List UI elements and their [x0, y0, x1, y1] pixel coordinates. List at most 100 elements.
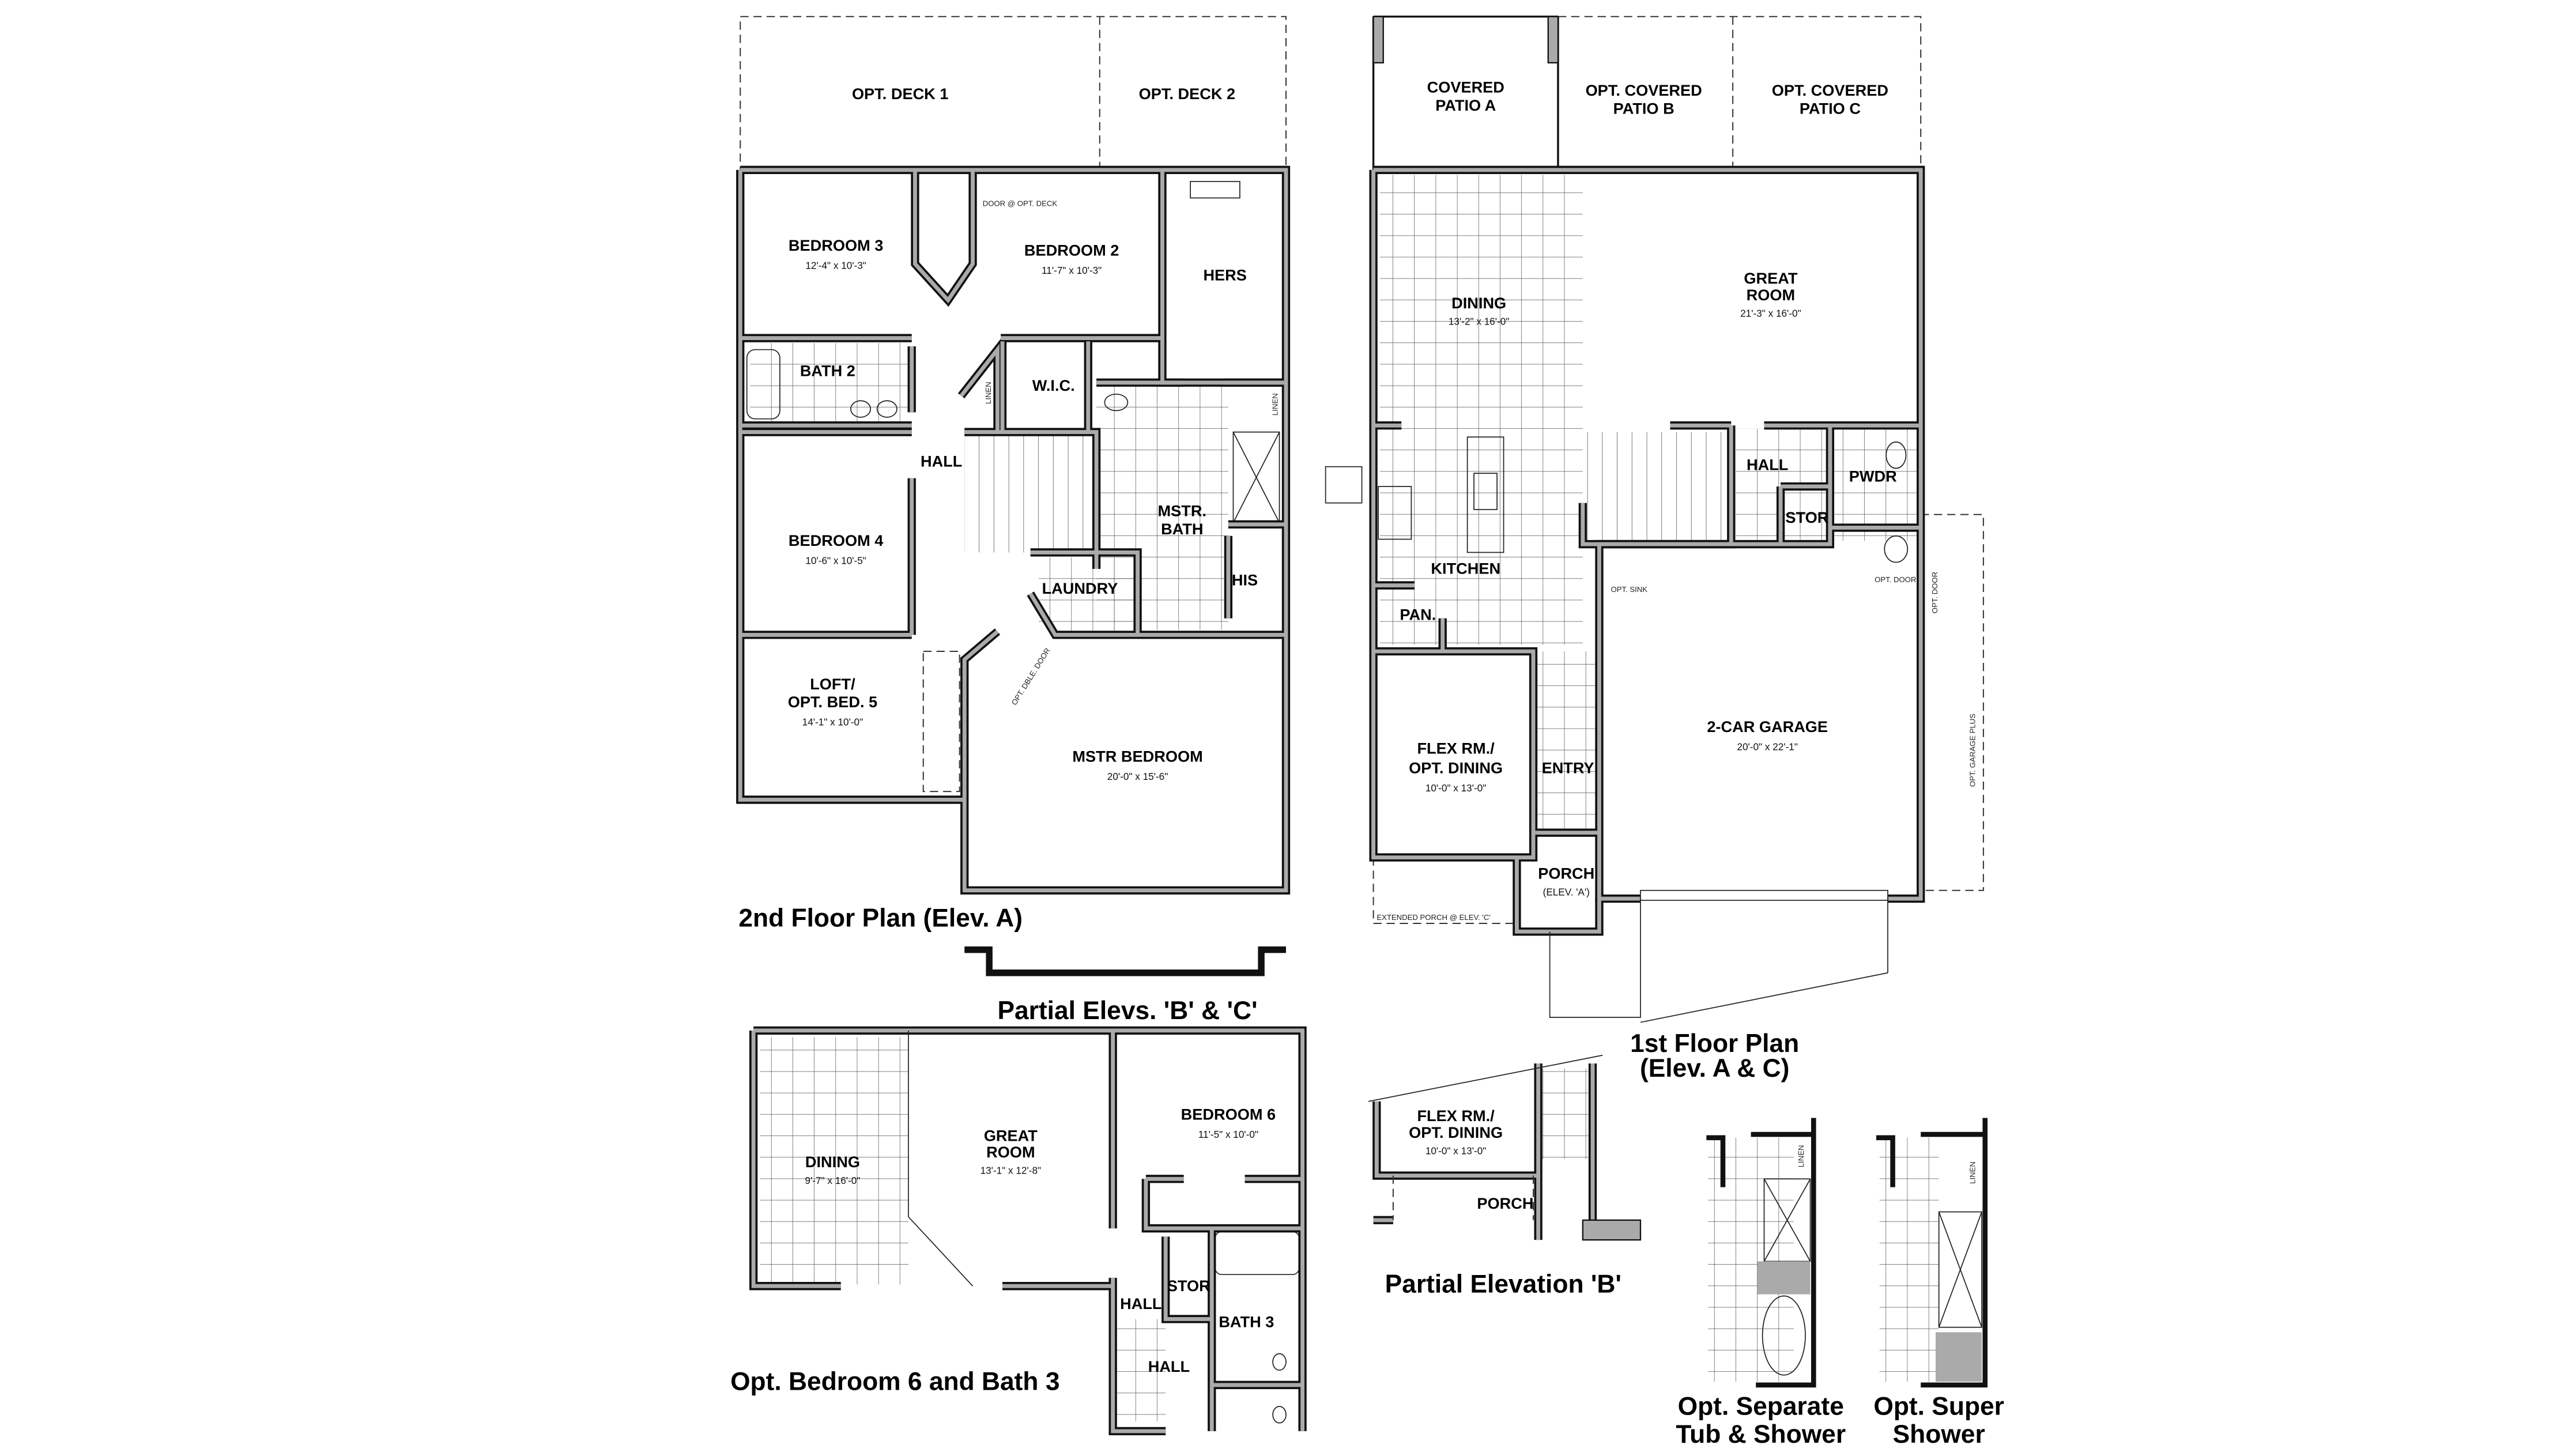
note-opt-door: OPT. DOOR — [1930, 572, 1939, 613]
room-dims: 11'-5" x 10'-0" — [1198, 1129, 1258, 1140]
note-opt-sink: OPT. SINK — [1611, 585, 1647, 594]
room-label: BEDROOM 6 — [1181, 1105, 1276, 1123]
room-label: PAN. — [1400, 606, 1436, 624]
room-label: PORCH — [1477, 1194, 1533, 1212]
room-label: ENTRY — [1542, 759, 1594, 777]
garage-door — [1640, 889, 1888, 901]
bathtub-icon — [1215, 1231, 1300, 1276]
room-label: 2-CAR GARAGE — [1707, 718, 1828, 735]
note-linen: LINEN — [984, 382, 993, 404]
room-label: BATH 2 — [800, 361, 855, 379]
partial-elev-bay — [964, 946, 1286, 976]
partial-elevation-b-plan: FLEX RM./ OPT. DINING 10'-0" x 13'-0" PO… — [1368, 1054, 1642, 1299]
room-label: GREAT — [984, 1126, 1038, 1144]
room-dims: 9'-7" x 16'-0" — [805, 1175, 860, 1186]
sink-icon — [850, 400, 872, 418]
room-label: ROOM — [986, 1143, 1035, 1161]
room-dims: 14'-1" x 10'-0" — [802, 716, 863, 728]
match-line-marker — [1325, 466, 1363, 504]
room-label: HERS — [1203, 266, 1246, 284]
room-label: DINING — [1451, 294, 1506, 312]
room-dims: 13'-1" x 12'-8" — [980, 1165, 1042, 1176]
room-label: LAUNDRY — [1042, 579, 1118, 597]
room-dims: 20'-0" x 15'-6" — [1107, 771, 1168, 782]
staircase — [1582, 432, 1732, 545]
patio-post — [1372, 16, 1384, 64]
room-label: DINING — [805, 1153, 860, 1171]
sink-icon — [876, 400, 897, 418]
opt-separate-tub-title: Opt. Separate — [1678, 1392, 1844, 1420]
kitchen-island — [1466, 436, 1504, 553]
room-label: BEDROOM 4 — [789, 531, 883, 549]
note-opt-door: OPT. DOOR — [1875, 575, 1916, 584]
room-label: PWDR — [1849, 467, 1897, 485]
room-label: OPT. DINING — [1409, 759, 1503, 777]
opt-bedroom6-title: Opt. Bedroom 6 and Bath 3 — [730, 1367, 1059, 1395]
note-extended-porch: EXTENDED PORCH @ ELEV. 'C' — [1376, 913, 1491, 922]
room-label: PATIO A — [1435, 96, 1496, 114]
second-floor-plan: OPT. DECK 1 OPT. DECK 2 BEDROOM 3 12'-4"… — [738, 16, 1291, 1025]
room-label: OPT. DECK 1 — [852, 85, 948, 103]
room-label: HALL — [1747, 455, 1788, 473]
room-label: GREAT — [1744, 269, 1797, 287]
room-dims: 10'-6" x 10'-5" — [805, 555, 866, 566]
driveway — [1549, 899, 1888, 1023]
room-dims: 10'-0" x 13'-0" — [1425, 1145, 1487, 1156]
room-label: OPT. DECK 2 — [1139, 85, 1236, 103]
opt-super-shower-plan: LINEN Opt. Super Shower — [1873, 1118, 2004, 1449]
opt-separate-tub-plan: LINEN Opt. Separate Tub & Shower — [1676, 1118, 1846, 1449]
room-label: PATIO C — [1800, 100, 1861, 118]
room-dims: (ELEV. 'A') — [1543, 886, 1590, 897]
room-label: COVERED — [1427, 78, 1504, 96]
room-label: MSTR. — [1158, 501, 1206, 519]
room-label: KITCHEN — [1431, 560, 1500, 578]
room-label: LOFT/ — [810, 675, 855, 693]
dining-tile — [760, 1037, 909, 1285]
room-label: BEDROOM 2 — [1024, 242, 1119, 259]
room-label: PORCH — [1538, 865, 1594, 882]
opt-deck-outline — [740, 16, 1287, 171]
opt-super-shower-title: Shower — [1893, 1420, 1985, 1449]
note-opt-garage-plus: OPT. GARAGE PLUS — [1968, 714, 1977, 787]
opt-bedroom6-plan: DINING 9'-7" x 16'-0" GREAT ROOM 13'-1" … — [730, 1026, 1307, 1431]
hers-shelf — [1190, 180, 1240, 199]
pedestal-sink-icon — [1885, 441, 1907, 469]
room-dims: 11'-7" x 10'-3" — [1042, 265, 1102, 276]
room-label: PATIO B — [1613, 100, 1675, 118]
room-label: HALL — [921, 452, 962, 470]
room-label: HALL — [1120, 1295, 1161, 1312]
room-label: OPT. COVERED — [1772, 81, 1888, 99]
bath2-tile — [750, 343, 909, 423]
opt-super-shower-title: Opt. Super — [1873, 1392, 2004, 1420]
room-dims: 12'-4" x 10'-3" — [805, 259, 866, 271]
note-linen: LINEN — [1968, 1161, 1977, 1184]
bathtub-icon — [746, 349, 780, 420]
room-label: BATH — [1161, 520, 1203, 538]
room-label: BEDROOM 3 — [789, 236, 883, 254]
laundry-tile — [1038, 557, 1134, 632]
toilet-icon — [1104, 393, 1129, 412]
range-icon — [1378, 486, 1412, 540]
patio-post — [1547, 16, 1559, 64]
partial-elevation-b-title: Partial Elevation 'B' — [1385, 1270, 1621, 1299]
note-opt-dble-door: OPT. DBLE. DOOR — [1010, 646, 1052, 707]
sink-icon — [1272, 1353, 1287, 1371]
room-label: FLEX RM./ — [1417, 739, 1495, 757]
room-dims: 10'-0" x 13'-0" — [1425, 782, 1487, 794]
room-label: OPT. COVERED — [1586, 81, 1702, 99]
first-floor-plan: COVERED PATIO A OPT. COVERED PATIO B OPT… — [1372, 16, 1984, 1082]
room-label: BATH 3 — [1219, 1313, 1274, 1331]
dining-kitchen-tile — [1380, 175, 1583, 645]
room-label: FLEX RM./ — [1417, 1107, 1495, 1125]
partial-elevs-title: Partial Elevs. 'B' & 'C' — [997, 997, 1257, 1025]
second-floor-title: 2nd Floor Plan (Elev. A) — [738, 904, 1023, 933]
room-label: STOR — [1167, 1277, 1210, 1295]
room-label: ROOM — [1747, 286, 1795, 304]
first-floor-title: (Elev. A & C) — [1640, 1054, 1789, 1082]
shower-icon — [1938, 1211, 1982, 1328]
room-label: MSTR BEDROOM — [1072, 748, 1202, 765]
room-label: OPT. BED. 5 — [788, 693, 877, 711]
tub-icon — [1762, 1295, 1806, 1376]
water-heater-icon — [1272, 1406, 1287, 1424]
